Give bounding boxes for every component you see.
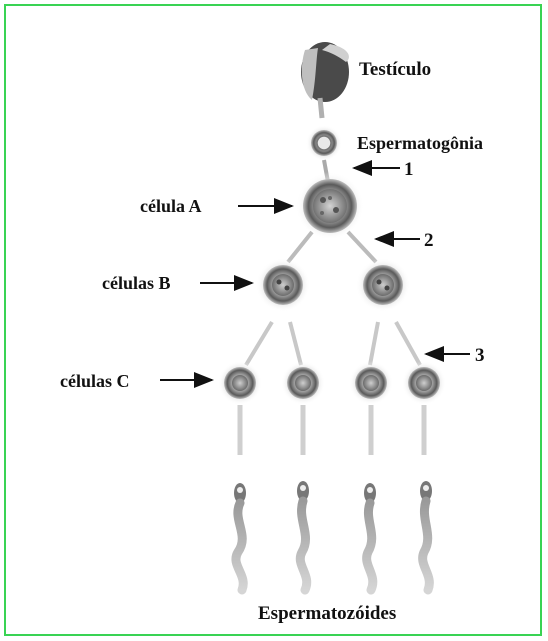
label-cell-a: célula A [140,196,202,216]
cell-c-1-icon [218,361,262,405]
cell-b-left-icon [256,258,310,312]
label-stage-2: 2 [424,230,434,251]
spermatozoon-4-icon [420,481,432,590]
label-cells-b: células B [102,273,171,293]
label-spermatozoa: Espermatozóides [258,603,396,624]
cell-c-4-icon [402,361,446,405]
cell-stalks [240,405,424,455]
label-cells-c: células C [60,371,130,391]
testis-icon [301,42,349,118]
spermatozoon-2-icon [297,481,309,590]
label-stage-3: 3 [475,345,485,366]
cell-c-2-icon [281,361,325,405]
cell-a-icon [296,172,364,240]
label-stage-1: 1 [404,159,414,180]
spermatozoon-1-icon [234,483,246,590]
spermatogonium-cell-icon [306,125,342,161]
spermatozoon-3-icon [364,483,376,590]
label-testis: Testículo [359,59,431,80]
cell-c-3-icon [349,361,393,405]
cell-b-right-icon [356,258,410,312]
label-spermatogonium: Espermatogônia [357,133,483,153]
